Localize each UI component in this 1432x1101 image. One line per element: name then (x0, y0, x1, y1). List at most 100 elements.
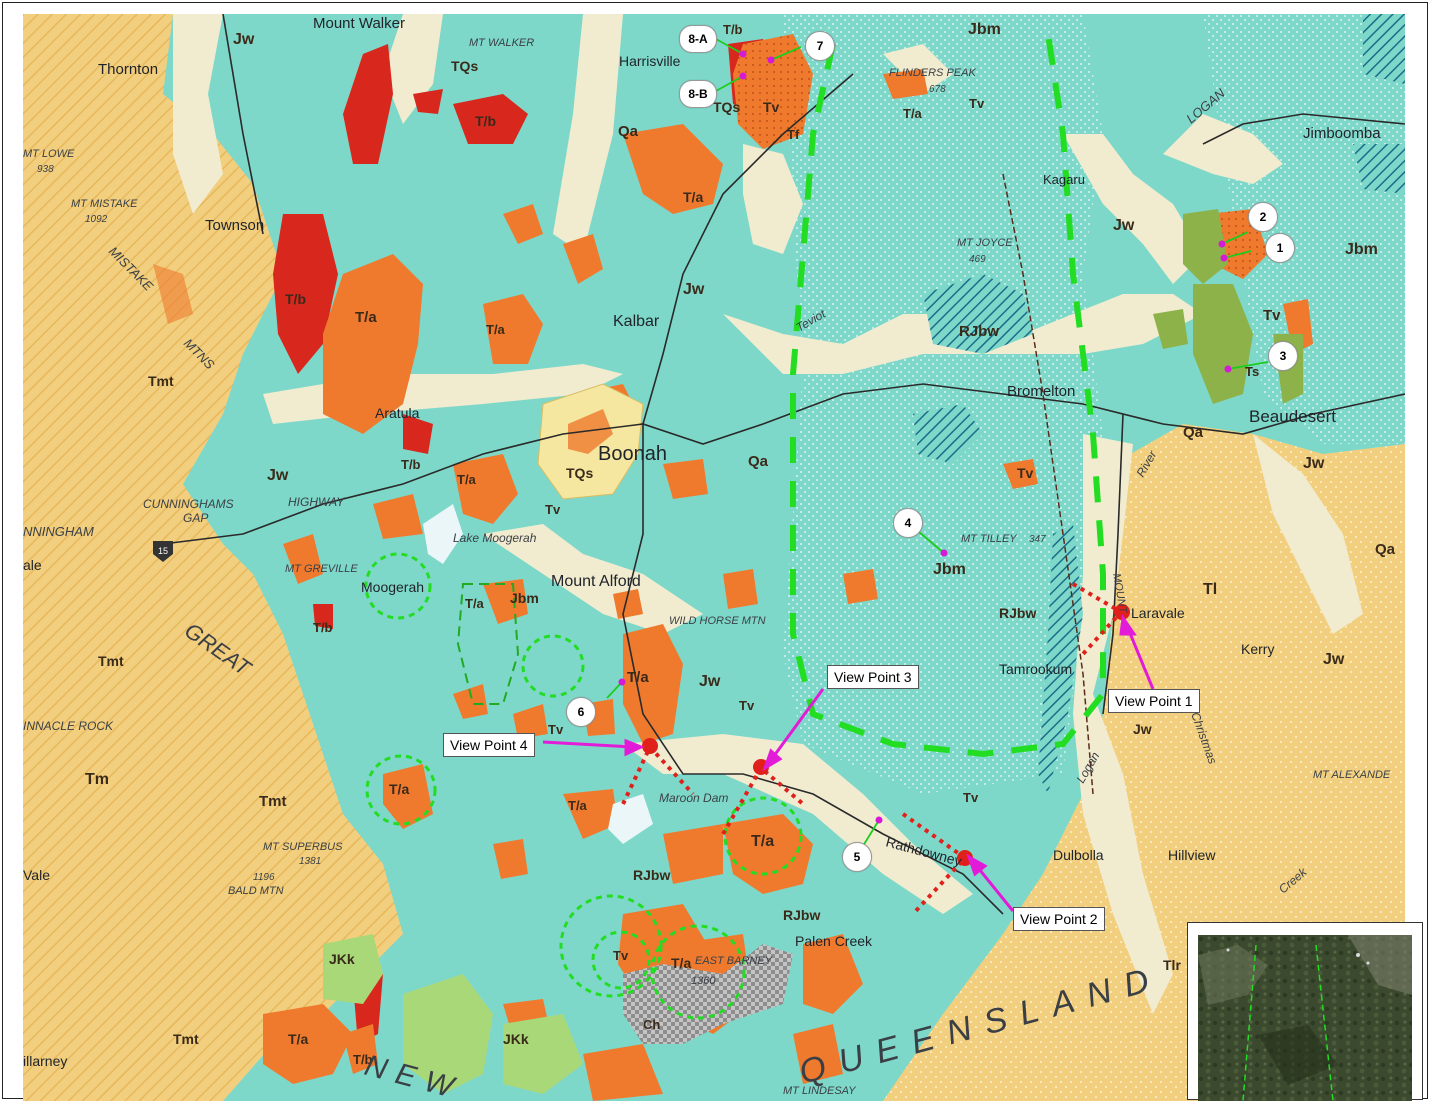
place-mt-tilley: MT TILLEY (961, 533, 1017, 545)
western-sandstone-area (23, 14, 403, 1101)
label-jkk-1: JKk (329, 951, 355, 967)
label-ch: Ch (643, 1017, 660, 1032)
site-marker-3: 3 (1268, 341, 1298, 371)
place-mt-lowe-h: 938 (37, 164, 54, 175)
label-jw-7: Jw (1323, 651, 1345, 668)
label-tmt-2: Tmt (98, 653, 124, 669)
place-highway: HIGHWAY (288, 495, 345, 509)
label-tmt-1: Tmt (148, 373, 174, 389)
label-jbm-3: Jbm (933, 561, 966, 578)
label-tb-6: T/b (353, 1052, 373, 1067)
place-mount-walker: Mount Walker (313, 15, 405, 32)
label-tv-1: Tv (763, 99, 780, 115)
label-ta-8: T/a (568, 798, 588, 813)
label-tqs-2: TQs (713, 99, 740, 115)
place-mt-mistake-h: 1092 (85, 214, 108, 225)
label-tv-8: Tv (963, 790, 979, 805)
label-ta-4: T/a (457, 472, 477, 487)
place-mt-mistake: MT MISTAKE (71, 198, 138, 210)
view-point-3-callout: View Point 3 (827, 665, 919, 689)
place-aratula: Aratula (375, 405, 420, 421)
site-marker-8a: 8-A (679, 25, 717, 53)
label-rjbw-3: RJbw (633, 867, 670, 883)
label-jw-8: Jw (1133, 721, 1152, 737)
view-point-2-dot (957, 850, 973, 866)
label-jw-1: Jw (233, 31, 255, 48)
place-palen-creek: Palen Creek (795, 933, 873, 949)
label-tmt-4: Tmt (173, 1031, 199, 1047)
place-mt-lindesay: MT LINDESAY (783, 1085, 856, 1097)
label-tv-4: Tv (1017, 465, 1034, 481)
label-qa-3: Qa (1183, 424, 1204, 441)
label-ts: Ts (1245, 364, 1259, 379)
label-rjbw-1: RJbw (959, 323, 999, 340)
label-rjbw-4: RJbw (783, 907, 820, 923)
label-ta-1: T/a (683, 189, 703, 205)
view-point-2-callout: View Point 2 (1013, 907, 1105, 931)
label-tqs-1: TQs (451, 58, 478, 74)
place-wild-horse-mtn: WILD HORSE MTN (669, 615, 766, 627)
place-kagaru: Kagaru (1043, 172, 1085, 187)
tqs-boonah-inner (568, 409, 613, 454)
label-tv-7: Tv (739, 698, 755, 713)
label-tb-5: T/b (313, 620, 333, 635)
place-mt-lowe: MT LOWE (23, 148, 75, 160)
label-tv-9: Tv (613, 948, 629, 963)
site-marker-4: 4 (893, 508, 923, 538)
place-bald-mtn: BALD MTN (228, 885, 284, 897)
label-tm: Tm (85, 771, 109, 788)
jkk-light-green-units (323, 934, 583, 1094)
label-ta-5: T/a (465, 596, 485, 611)
place-bromelton: Bromelton (1007, 383, 1075, 400)
label-tl: Tl (1203, 581, 1217, 598)
label-tv-3: Tv (1263, 307, 1281, 324)
place-kalbar: Kalbar (613, 313, 660, 330)
place-mount-alford: Mount Alford (551, 573, 641, 590)
label-tf-1: Tf (787, 127, 800, 142)
place-maroon-dam: Maroon Dam (659, 791, 728, 805)
maroon-dam (608, 794, 653, 844)
label-ta-2: T/a (355, 309, 377, 326)
place-mt-alexander: MT ALEXANDE (1313, 769, 1391, 781)
place-flinders-peak: FLINDERS PEAK (889, 67, 976, 79)
place-east-barney-h: 1360 (691, 975, 716, 987)
roads (162, 14, 1405, 915)
place-cunninghams-gap: CUNNINGHAMS (143, 497, 234, 511)
label-jbm-4: Jbm (510, 590, 539, 606)
study-area-outline (790, 33, 1106, 758)
place-hillview: Hillview (1168, 847, 1216, 863)
place-tamrookum: Tamrookum (999, 661, 1072, 677)
label-jw-4: Jw (699, 673, 721, 690)
label-ta-3: T/a (486, 322, 506, 337)
label-tb-4: T/b (401, 457, 421, 472)
label-qa-2: Qa (748, 453, 769, 470)
view-point-arrows (542, 613, 1155, 912)
place-dulbolla: Dulbolla (1053, 847, 1104, 863)
place-cunningham: NNINGHAM (23, 524, 94, 539)
place-townson: Townson (205, 217, 264, 234)
place-bald-h: 1196 (253, 872, 275, 883)
lake-moogerah (423, 504, 463, 564)
place-harrisville: Harrisville (619, 53, 681, 69)
satellite-photo (1198, 935, 1412, 1101)
view-point-1-dot (1114, 604, 1130, 620)
label-tv-5: Tv (545, 502, 561, 517)
label-rjbw-2: RJbw (999, 605, 1036, 621)
place-gap: GAP (183, 511, 208, 525)
label-ta-11: T/a (671, 955, 691, 971)
label-tb-3: T/b (285, 291, 306, 307)
place-mt-joyce-h: 469 (969, 254, 986, 265)
place-ale: ale (23, 557, 42, 573)
label-ta-10: T/a (288, 1031, 308, 1047)
site-marker-8b: 8-B (679, 80, 717, 108)
geological-map: 15 Jw Jbm TQs T/b T/b T/b T/b T/b T/b TQ… (23, 14, 1405, 1101)
site-marker-5: 5 (842, 842, 872, 872)
label-jw-5: Jw (1113, 217, 1135, 234)
place-vale: Vale (23, 867, 50, 883)
satellite-inset (1187, 922, 1423, 1101)
place-beaudesert: Beaudesert (1249, 407, 1336, 426)
place-kerry: Kerry (1241, 641, 1274, 657)
site-marker-1: 1 (1265, 233, 1295, 263)
label-ta-7: T/a (389, 781, 409, 797)
place-east-barney: EAST BARNEY (695, 955, 773, 967)
